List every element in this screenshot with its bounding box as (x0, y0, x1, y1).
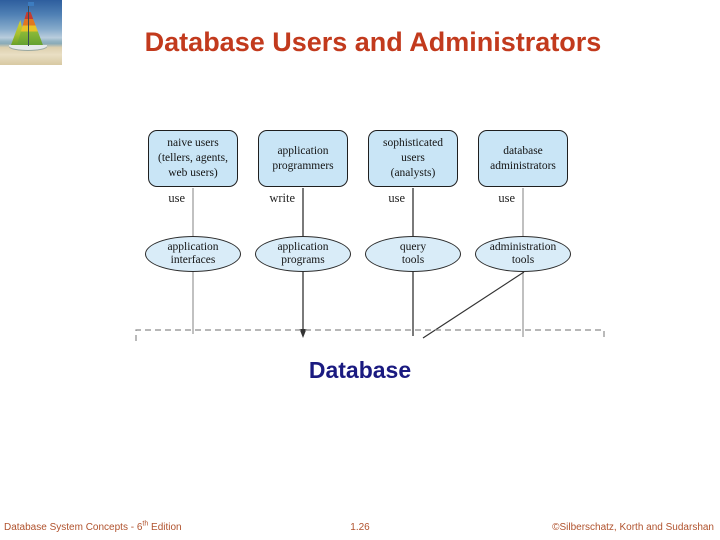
logo-mast (28, 2, 29, 46)
database-dashed-boundary (135, 329, 605, 341)
footer-book-prefix: Database System Concepts - 6 (4, 522, 143, 533)
query-tools-ellipse: query tools (365, 236, 461, 272)
application-programs-label: application programs (277, 241, 329, 266)
footer-book-suffix: Edition (148, 522, 182, 533)
administration-tools-ellipse: administration tools (475, 236, 571, 272)
application-programmers-box: application programmers (258, 130, 348, 187)
sophisticated-users-label: sophisticated users (analysts) (382, 137, 444, 179)
query-tools-label: query tools (399, 241, 427, 266)
logo-boat-hull (9, 45, 47, 50)
application-interfaces-ellipse: application interfaces (145, 236, 241, 272)
footer-book-superscript: th (142, 520, 149, 528)
database-label: Database (308, 357, 412, 383)
database-administrators-box: database administrators (478, 130, 568, 187)
footer-copyright: ©Silberschatz, Korth and Sudarshan (552, 522, 714, 533)
verb-label-use-3: use (498, 191, 515, 205)
slide-title: Database Users and Administrators (144, 27, 602, 57)
administration-tools-label: administration tools (489, 241, 557, 266)
naive-users-label: naive users (tellers, agents, web users) (158, 137, 228, 179)
verb-label-use-1: use (168, 191, 185, 205)
naive-users-box: naive users (tellers, agents, web users) (148, 130, 238, 187)
verb-label-write: write (269, 191, 295, 205)
connector-admintools-diagonal (422, 271, 525, 339)
arrowhead-down-icon (299, 329, 307, 338)
logo-flag (28, 2, 34, 6)
footer-book-title: Database System Concepts - 6th Edition (4, 520, 182, 533)
sophisticated-users-box: sophisticated users (analysts) (368, 130, 458, 187)
database-administrators-label: database administrators (490, 144, 556, 172)
application-programmers-label: application programmers (272, 144, 334, 172)
application-programs-ellipse: application programs (255, 236, 351, 272)
sailboat-logo-icon (0, 0, 62, 65)
verb-label-use-2: use (388, 191, 405, 205)
application-interfaces-label: application interfaces (167, 241, 219, 266)
footer-page-number: 1.26 (350, 522, 370, 533)
